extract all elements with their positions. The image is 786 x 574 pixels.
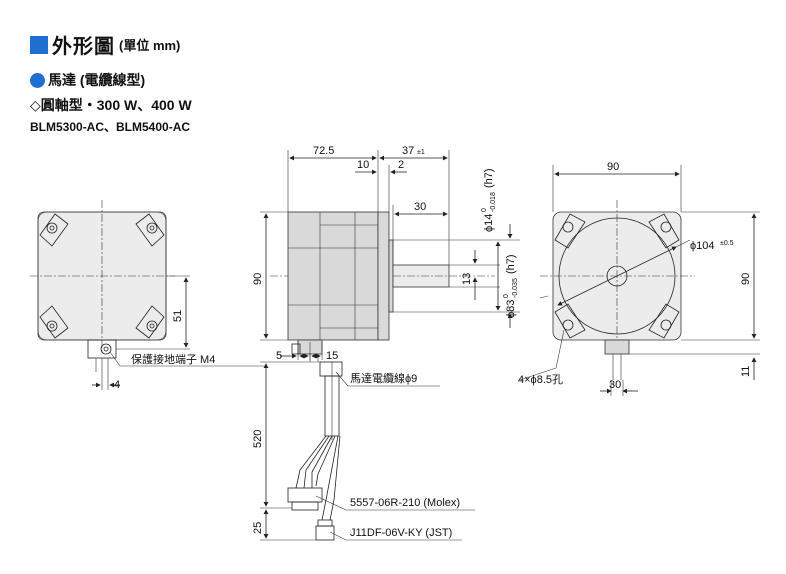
dim-5: 5	[276, 350, 282, 362]
pilot-dia-tol-top: 0	[503, 294, 510, 298]
dim-90-front-height: 90	[740, 273, 752, 285]
title-square-icon	[30, 35, 48, 54]
pilot-dia: ϕ83	[505, 300, 517, 318]
front-hole-tr	[660, 221, 672, 233]
front-view	[519, 165, 760, 396]
bullet-dot-icon	[30, 72, 45, 88]
shaft-dia: ϕ14	[483, 214, 495, 232]
shaft-dia-label: ϕ14 0 -0.018 (h7)	[481, 168, 497, 232]
shaft-dia-tol-bot: -0.018	[490, 192, 497, 212]
dim-30-shaft: 30	[414, 201, 426, 213]
rear-hole-tl	[46, 222, 58, 234]
shaft-dia-fit: (h7)	[483, 168, 495, 188]
pilot-dia-tol-bot: -0.035	[512, 278, 519, 298]
pilot-dia-label: ϕ83 0 -0.035 (h7)	[503, 254, 519, 318]
title-text: 外形圖	[52, 36, 115, 58]
dim-25: 25	[252, 522, 264, 534]
section-heading-text: 馬達 (電纜線型)	[48, 72, 146, 88]
rear-hole-br	[146, 320, 158, 332]
pcd-tol: ±0.5	[720, 240, 734, 247]
shaft-dia-tol-top: 0	[481, 208, 488, 212]
front-hole-tl	[562, 221, 574, 233]
spec-line: ◇圓軸型・300 W、400 W	[30, 97, 192, 113]
cable-label: 馬達電纜線ϕ9	[350, 371, 417, 385]
dim-520: 520	[252, 430, 264, 448]
ground-terminal-icon	[100, 343, 112, 355]
section-heading: 馬達 (電纜線型)	[30, 70, 145, 90]
side-view	[260, 150, 520, 541]
connector1-label: 5557-06R-210 (Molex)	[350, 497, 460, 509]
dim-10: 10	[357, 159, 369, 171]
pcd-label: ϕ104	[690, 240, 715, 252]
connector2-label: J11DF-06V-KY (JST)	[350, 527, 452, 539]
connector-jst	[315, 525, 335, 541]
dim-4: 4	[114, 379, 120, 391]
title-unit: (單位 mm)	[119, 38, 181, 53]
dim-37: 37	[402, 145, 414, 157]
model-line: BLM5300-AC、BLM5400-AC	[30, 120, 191, 134]
front-hole-br	[660, 319, 672, 331]
ground-terminal-label: 保護接地端子 M4	[131, 352, 215, 366]
dim-11: 11	[740, 366, 752, 377]
dim-15: 15	[326, 350, 338, 362]
dim-51: 51	[172, 310, 184, 322]
rear-view	[30, 200, 265, 390]
dim-90-side: 90	[252, 273, 264, 285]
holes-label: 4×ϕ8.5孔	[518, 373, 563, 386]
pilot-dia-fit: (h7)	[505, 254, 517, 274]
connector-molex	[287, 487, 323, 503]
rear-hole-bl	[46, 320, 58, 332]
dim-2: 2	[398, 159, 404, 171]
dim-13: 13	[461, 273, 473, 285]
dim-72-5: 72.5	[313, 145, 334, 157]
front-hole-bl	[562, 319, 574, 331]
dim-90-front-width: 90	[607, 161, 619, 173]
page-title: 外形圖 (單位 mm)	[30, 30, 180, 59]
rear-hole-tr	[146, 222, 158, 234]
dim-37-tol: ±1	[417, 149, 425, 156]
dim-30-front: 30	[609, 379, 621, 391]
